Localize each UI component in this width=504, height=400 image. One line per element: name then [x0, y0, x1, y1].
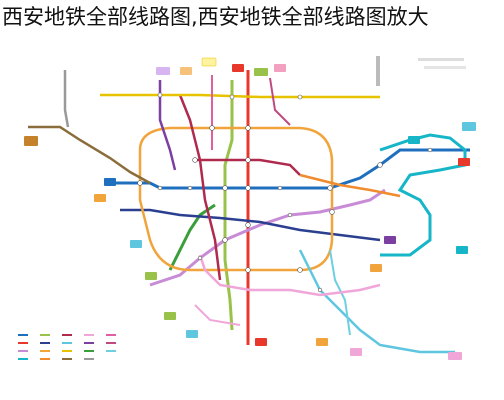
line-14 — [298, 249, 455, 354]
line-9 — [299, 173, 401, 198]
line-purple — [158, 75, 291, 171]
line-airport — [28, 70, 151, 185]
line-pink — [194, 254, 381, 326]
line-3 — [149, 188, 386, 287]
terminal-badges — [24, 57, 476, 360]
page-title: 西安地铁全部线路图,西安地铁全部线路图放大 — [2, 5, 429, 29]
line-1 — [112, 148, 470, 190]
map-legend — [18, 334, 116, 360]
line-8 — [138, 126, 334, 272]
line-10 — [178, 94, 301, 281]
line-16 — [100, 93, 380, 99]
line-5 — [168, 80, 234, 331]
station-dots — [137, 92, 433, 293]
map-header-note — [376, 56, 466, 86]
line-4 — [379, 133, 467, 257]
line-6 — [120, 208, 381, 242]
